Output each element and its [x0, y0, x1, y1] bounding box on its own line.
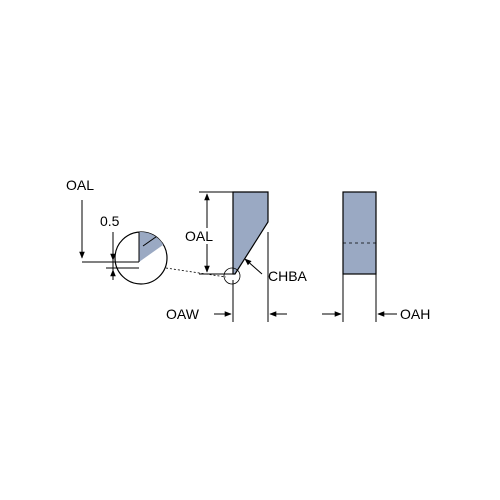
side-insert-body [232, 191, 269, 275]
side-view: OAL CHBA OAW [166, 191, 308, 322]
label-oaw: OAW [166, 306, 200, 322]
end-view: OAH [322, 191, 430, 322]
label-oal-side: OAL [185, 228, 213, 244]
chba-leader [244, 258, 263, 275]
label-oah: OAH [400, 306, 430, 322]
label-0-5: 0.5 [100, 213, 120, 229]
end-insert-body [342, 191, 377, 275]
label-oal-detail: OAL [66, 177, 94, 193]
chamfer-detail-marker [223, 267, 241, 285]
detail-view: 0.5 OAL [66, 177, 227, 285]
detail-connector-dashed [165, 267, 227, 278]
label-chba: CHBA [268, 268, 308, 284]
